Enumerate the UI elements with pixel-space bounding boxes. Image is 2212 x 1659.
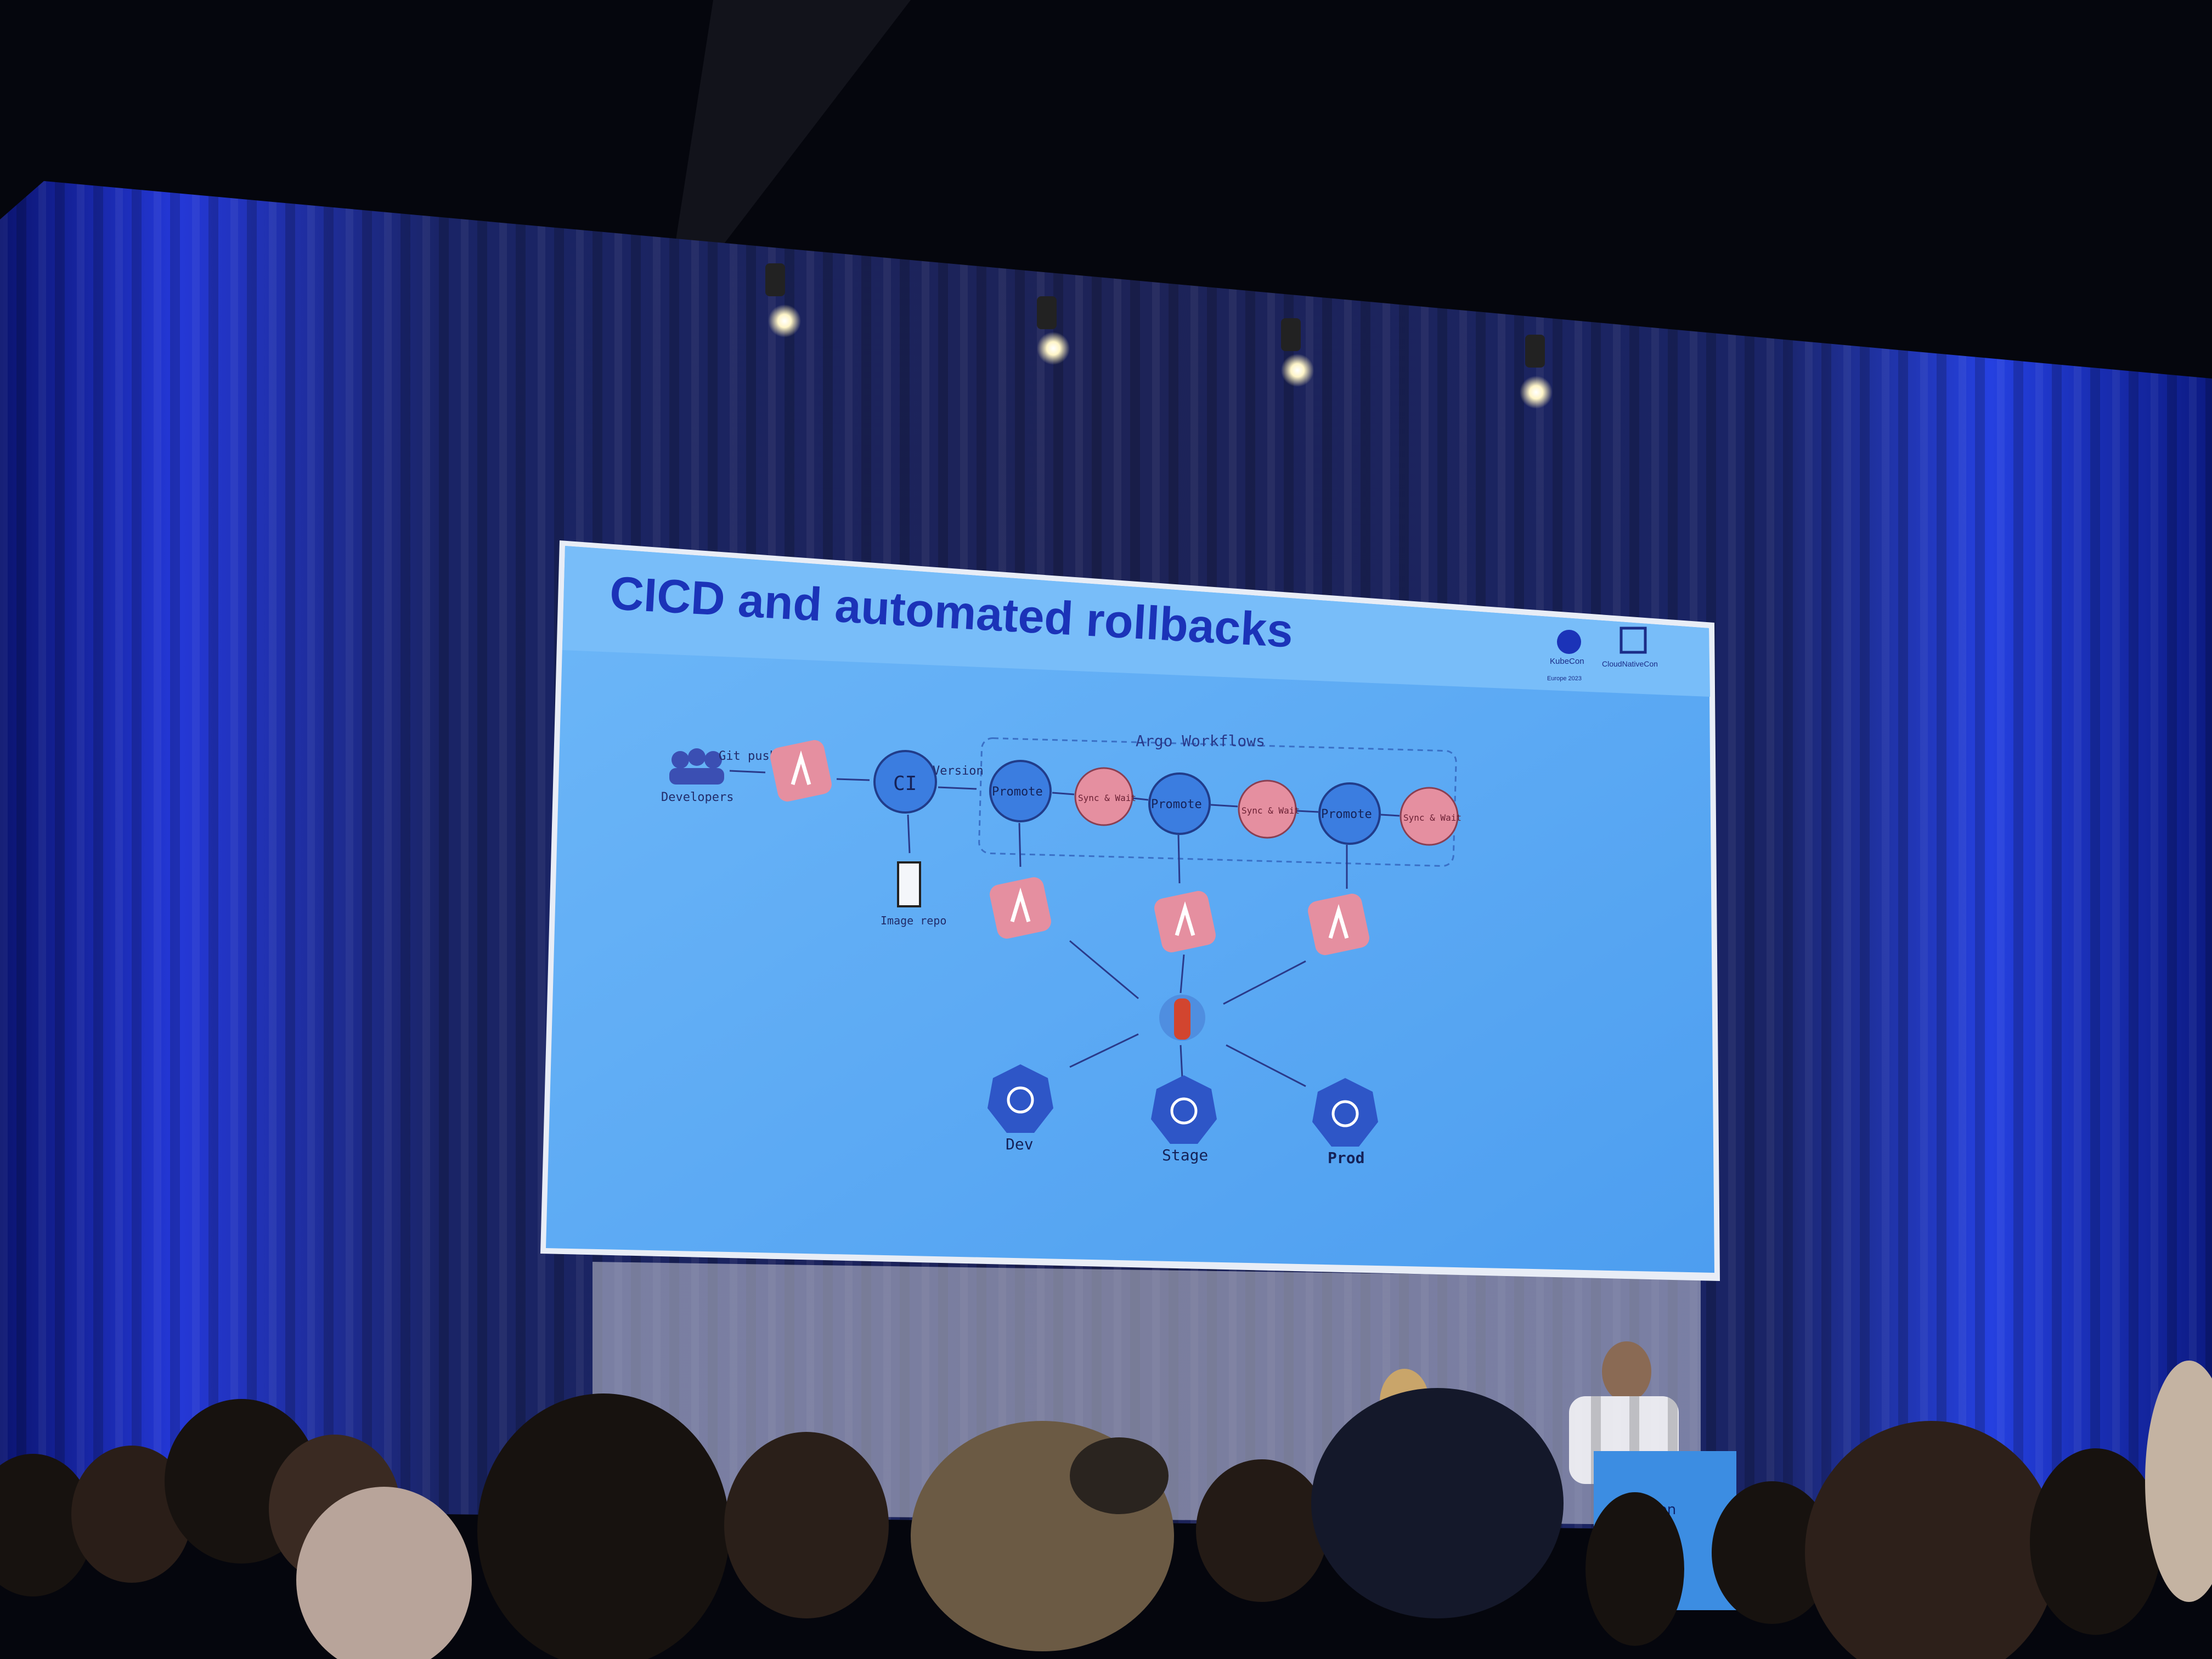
argocd-icon: [1159, 995, 1205, 1041]
ci-node: [873, 750, 937, 814]
ci-label: CI: [893, 772, 917, 795]
svg-text:Promote: Promote: [1151, 798, 1202, 811]
projection-screen: CICD and automated rollbacks KubeCon Clo…: [540, 540, 1720, 1281]
spotlight-icon: [1520, 335, 1553, 409]
cicd-diagram: Argo Workflows Developers Git push CI Ve…: [661, 732, 1462, 1167]
svg-text:CloudNativeCon: CloudNativeCon: [1602, 659, 1658, 668]
spotlight-icon: [765, 263, 801, 337]
version-label: Version: [933, 764, 984, 778]
spotlight-icon: [1037, 296, 1070, 365]
svg-text:Promote: Promote: [1321, 808, 1372, 821]
kubecon-logo: KubeCon: [1550, 630, 1584, 666]
cloudnativecon-logo: CloudNativeCon Europe 2023: [1547, 627, 1658, 682]
promote-node-2: Promote: [1148, 772, 1211, 835]
svg-text:KubeCon: KubeCon: [1550, 657, 1584, 666]
developers-icon: [669, 748, 724, 785]
svg-text:Sync & Wait: Sync & Wait: [1242, 805, 1300, 816]
svg-text:Europe 2023: Europe 2023: [1547, 675, 1582, 682]
kubernetes-cluster-icon: [1312, 1078, 1378, 1147]
stage-lights: [765, 263, 1553, 409]
git-repo-icon: [1154, 891, 1216, 952]
promote-node-3: Promote: [1318, 782, 1381, 845]
image-repo-label: Image repo: [881, 914, 946, 927]
sync-wait-node-2: Sync & Wait: [1238, 780, 1300, 839]
git-repo-icon: [1308, 894, 1369, 955]
git-push-label: Git push: [719, 749, 777, 763]
cluster-label-dev: Dev: [1006, 1135, 1034, 1153]
git-repo-icon: [990, 877, 1051, 939]
cluster-label-prod: Prod: [1328, 1149, 1364, 1167]
kubernetes-cluster-icon: [988, 1064, 1053, 1133]
argo-workflows-label: Argo Workflows: [1136, 732, 1265, 750]
developers-label: Developers: [661, 791, 733, 804]
svg-text:Sync & Wait: Sync & Wait: [1403, 812, 1462, 823]
promote-node-1: Promote: [989, 760, 1052, 822]
kubernetes-cluster-icon: [1151, 1075, 1217, 1144]
image-repo-icon: [897, 861, 921, 907]
spotlight-icon: [1281, 318, 1314, 387]
sync-wait-node-1: Sync & Wait: [1074, 767, 1136, 826]
audience: [0, 1361, 2212, 1659]
svg-text:Promote: Promote: [992, 785, 1043, 799]
svg-text:Sync & Wait: Sync & Wait: [1078, 793, 1136, 803]
cluster-label-stage: Stage: [1162, 1146, 1208, 1164]
sync-wait-node-3: Sync & Wait: [1400, 787, 1462, 846]
git-repo-icon: [770, 740, 832, 802]
